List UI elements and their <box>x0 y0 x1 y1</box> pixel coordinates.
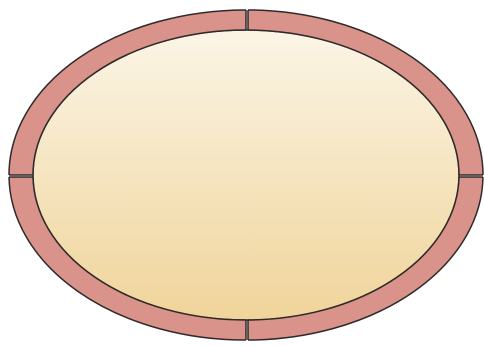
inner-lumen <box>33 30 459 320</box>
